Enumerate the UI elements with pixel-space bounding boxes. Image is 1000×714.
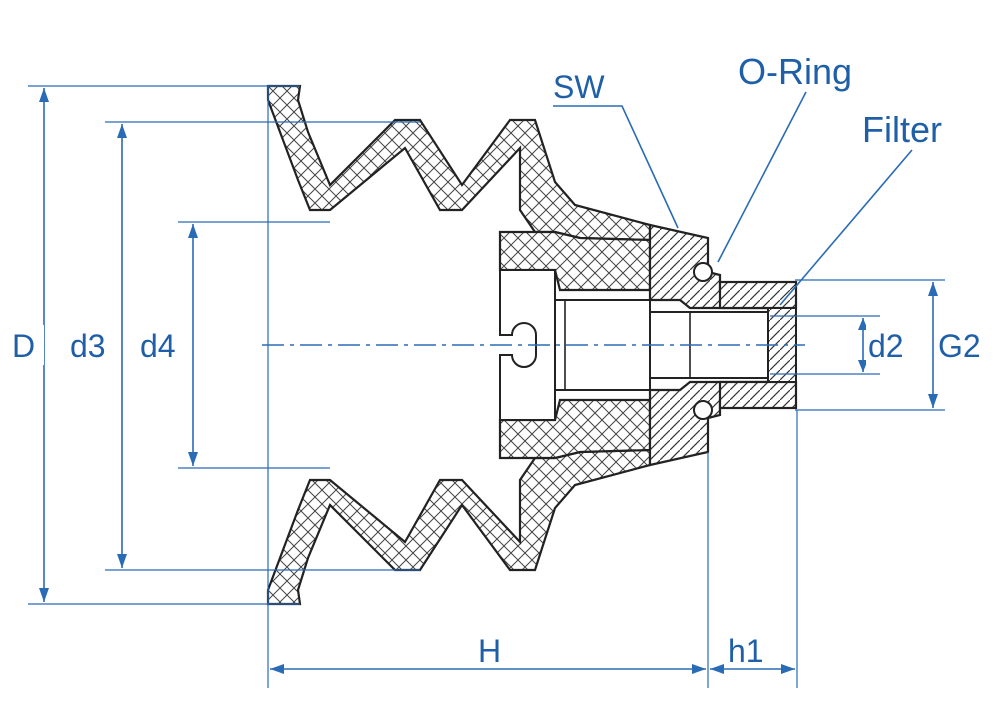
hub-front [499, 269, 556, 421]
thread-lower [718, 380, 798, 410]
label-h1: h1 [728, 633, 764, 669]
dim-h1 [710, 664, 795, 674]
label-sw: SW [553, 69, 605, 105]
bellows-lower [266, 448, 652, 606]
leader-filter [779, 149, 913, 306]
leader-sw [553, 105, 679, 229]
label-d2: d2 [868, 328, 904, 364]
label-d4: d4 [140, 328, 176, 364]
dim-d3 [117, 124, 127, 568]
label-filter: Filter [862, 109, 942, 150]
dim-d2 [858, 318, 868, 372]
label-d3: d3 [70, 328, 106, 364]
dim-H [270, 664, 706, 674]
leader-o-ring [717, 91, 807, 263]
dim-G2 [928, 282, 938, 408]
o-ring-upper [693, 262, 713, 282]
label-G2: G2 [938, 328, 981, 364]
label-H: H [478, 633, 501, 669]
thread-upper [718, 280, 798, 310]
label-o-ring: O-Ring [738, 51, 852, 92]
dim-d4 [188, 224, 198, 466]
label-D: D [12, 328, 35, 364]
bellows-upper [266, 84, 652, 242]
o-ring-lower [693, 400, 713, 420]
